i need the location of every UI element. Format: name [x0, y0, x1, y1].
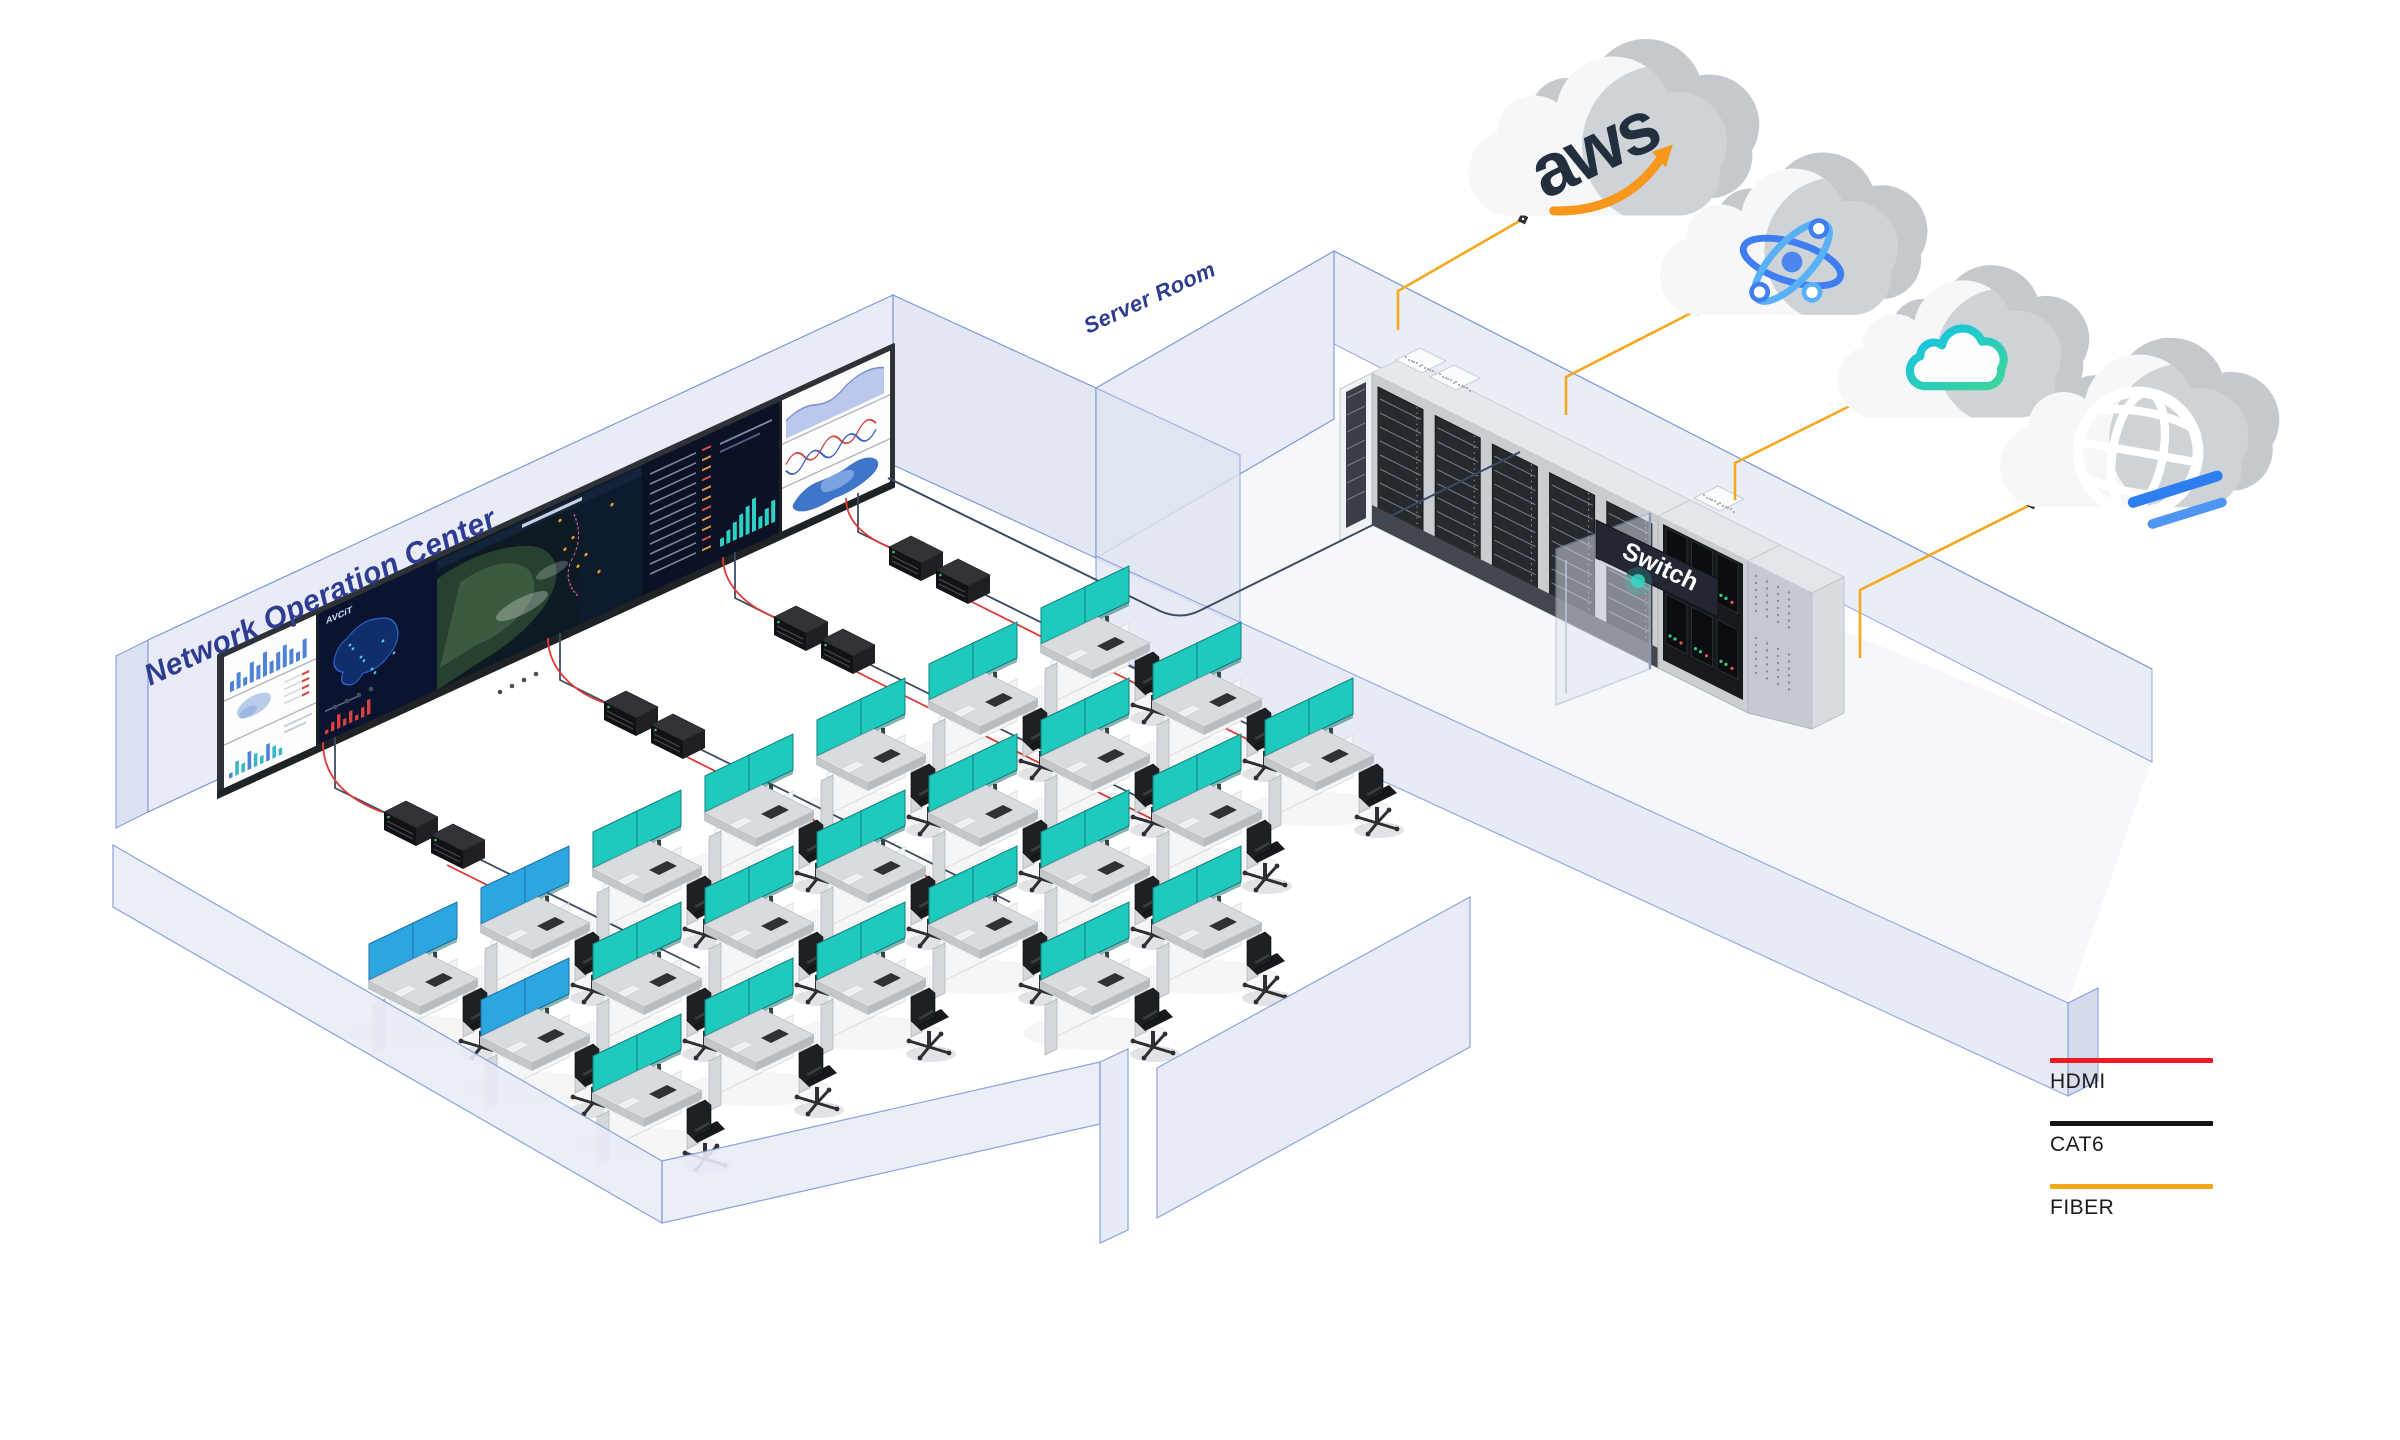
hdmi-extender [430, 823, 486, 869]
legend-item-cat6: CAT6 [2050, 1121, 2230, 1157]
cat6-line-swatch [2050, 1121, 2213, 1126]
workstation-desk [1023, 565, 1180, 726]
scene-background [115, 249, 2153, 1003]
legend-label: CAT6 [2050, 1133, 2105, 1156]
legend-item-fiber: FIBER [2050, 1184, 2230, 1220]
teal-cloud [1837, 265, 2090, 418]
workstation-desk [575, 789, 732, 950]
aws-swoosh [1549, 144, 1673, 216]
workstation-desk [1135, 845, 1292, 1006]
hdmi-extender [383, 800, 439, 846]
workstation-desk [687, 957, 844, 1118]
atom-cloud [1659, 152, 1928, 315]
workstation-desk [799, 901, 956, 1062]
hdmi-extender [650, 713, 706, 759]
hdmi-line-swatch [2050, 1058, 2213, 1063]
video-wall: AVCiT [217, 343, 895, 800]
fiber-line-swatch [2050, 1184, 2213, 1189]
globe-cloud [2000, 337, 2280, 529]
hdmi-extender [935, 558, 991, 604]
legend-label: HDMI [2050, 1070, 2106, 1093]
legend-label: FIBER [2050, 1196, 2115, 1219]
workstation-desk [799, 677, 956, 838]
hdmi-extender [820, 628, 876, 674]
workstation-desk [1023, 901, 1180, 1062]
hdmi-extender [888, 535, 944, 581]
video-wall-screens [217, 343, 895, 800]
legend-item-hdmi: HDMI [2050, 1058, 2230, 1094]
server-room-label: Server Room [1080, 256, 1220, 338]
hdmi-extender [773, 605, 829, 651]
workstation-desk [1247, 677, 1404, 838]
aws-cloud [1468, 38, 1760, 216]
hdmi-extender [603, 690, 659, 736]
scene-foreground [112, 38, 2280, 1244]
